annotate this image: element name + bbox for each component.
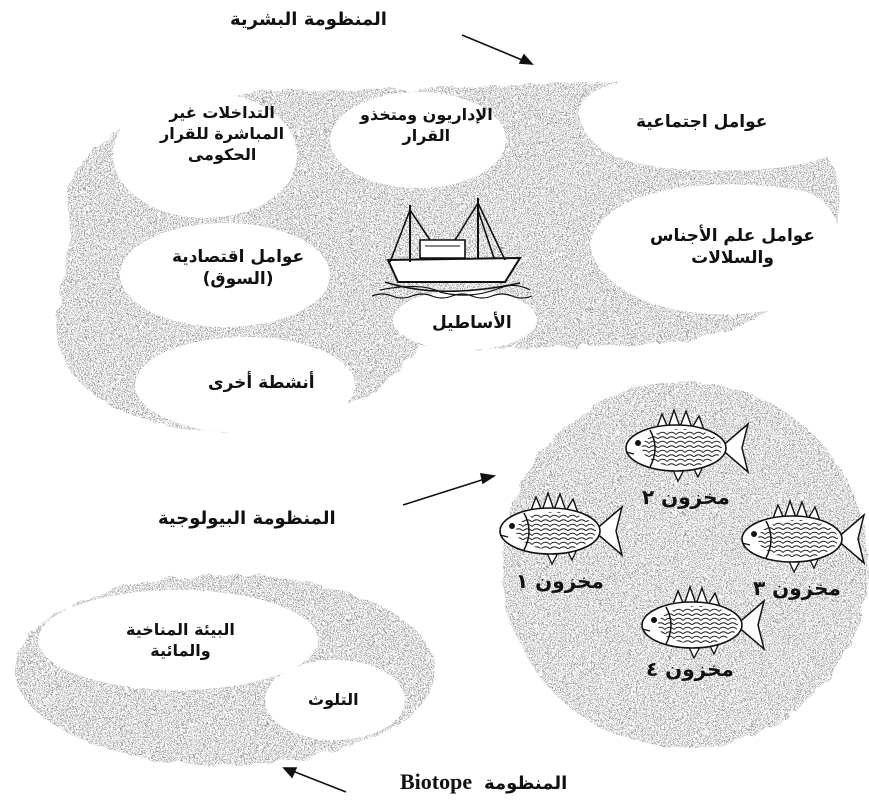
biotope-title-ar: المنظومة <box>484 773 568 794</box>
stock-2-label: مخزون ٢ <box>642 485 730 509</box>
arrow-biotope-system <box>282 767 347 793</box>
social-factors-label: عوامل اجتماعية <box>636 112 768 132</box>
biotope-title-en: Biotope <box>400 769 473 794</box>
biological-system-title: المنظومة البيولوجية <box>158 508 336 529</box>
other-activities-label: أنشطة أخرى <box>208 373 315 393</box>
indirect-interventions-label: التداخلات غير المباشرة للقرار الحكومى <box>160 103 285 164</box>
ethnology-factors-bubble <box>590 184 839 315</box>
economic-factors-label: عوامل اقتصادية (السوق) <box>172 247 305 290</box>
climate-water-bubble <box>38 590 318 690</box>
stock-3-label: مخزون ٣ <box>753 576 841 600</box>
arrow-human-system <box>461 34 534 65</box>
fleets-label: الأساطيل <box>432 313 512 333</box>
climate-water-label: البيئة المناخية والمائية <box>126 620 235 660</box>
stock-4-label: مخزون ٤ <box>646 657 734 681</box>
economic-factors-bubble <box>120 223 330 327</box>
arrow-biological-system <box>402 473 497 506</box>
administrators-label: الإداريون ومتخذو القرار <box>360 105 493 145</box>
stock-1-label: مخزون ١ <box>516 569 604 593</box>
biotope-system-title: Biotope المنظومة <box>400 768 567 797</box>
human-system-title: المنظومة البشرية <box>230 9 387 30</box>
social-factors-bubble <box>578 75 855 171</box>
indirect-interventions-bubble <box>113 92 297 218</box>
other-activities-bubble <box>135 337 355 433</box>
pollution-bubble <box>265 660 405 740</box>
ethnology-factors-label: عوامل علم الأجناس والسلالات <box>650 226 816 269</box>
pollution-label: التلوث <box>308 690 359 709</box>
administrators-bubble <box>330 92 506 188</box>
fleets-bubble <box>393 290 537 350</box>
biological-system-circle <box>502 382 868 748</box>
fishing-boat-icon <box>371 198 533 299</box>
